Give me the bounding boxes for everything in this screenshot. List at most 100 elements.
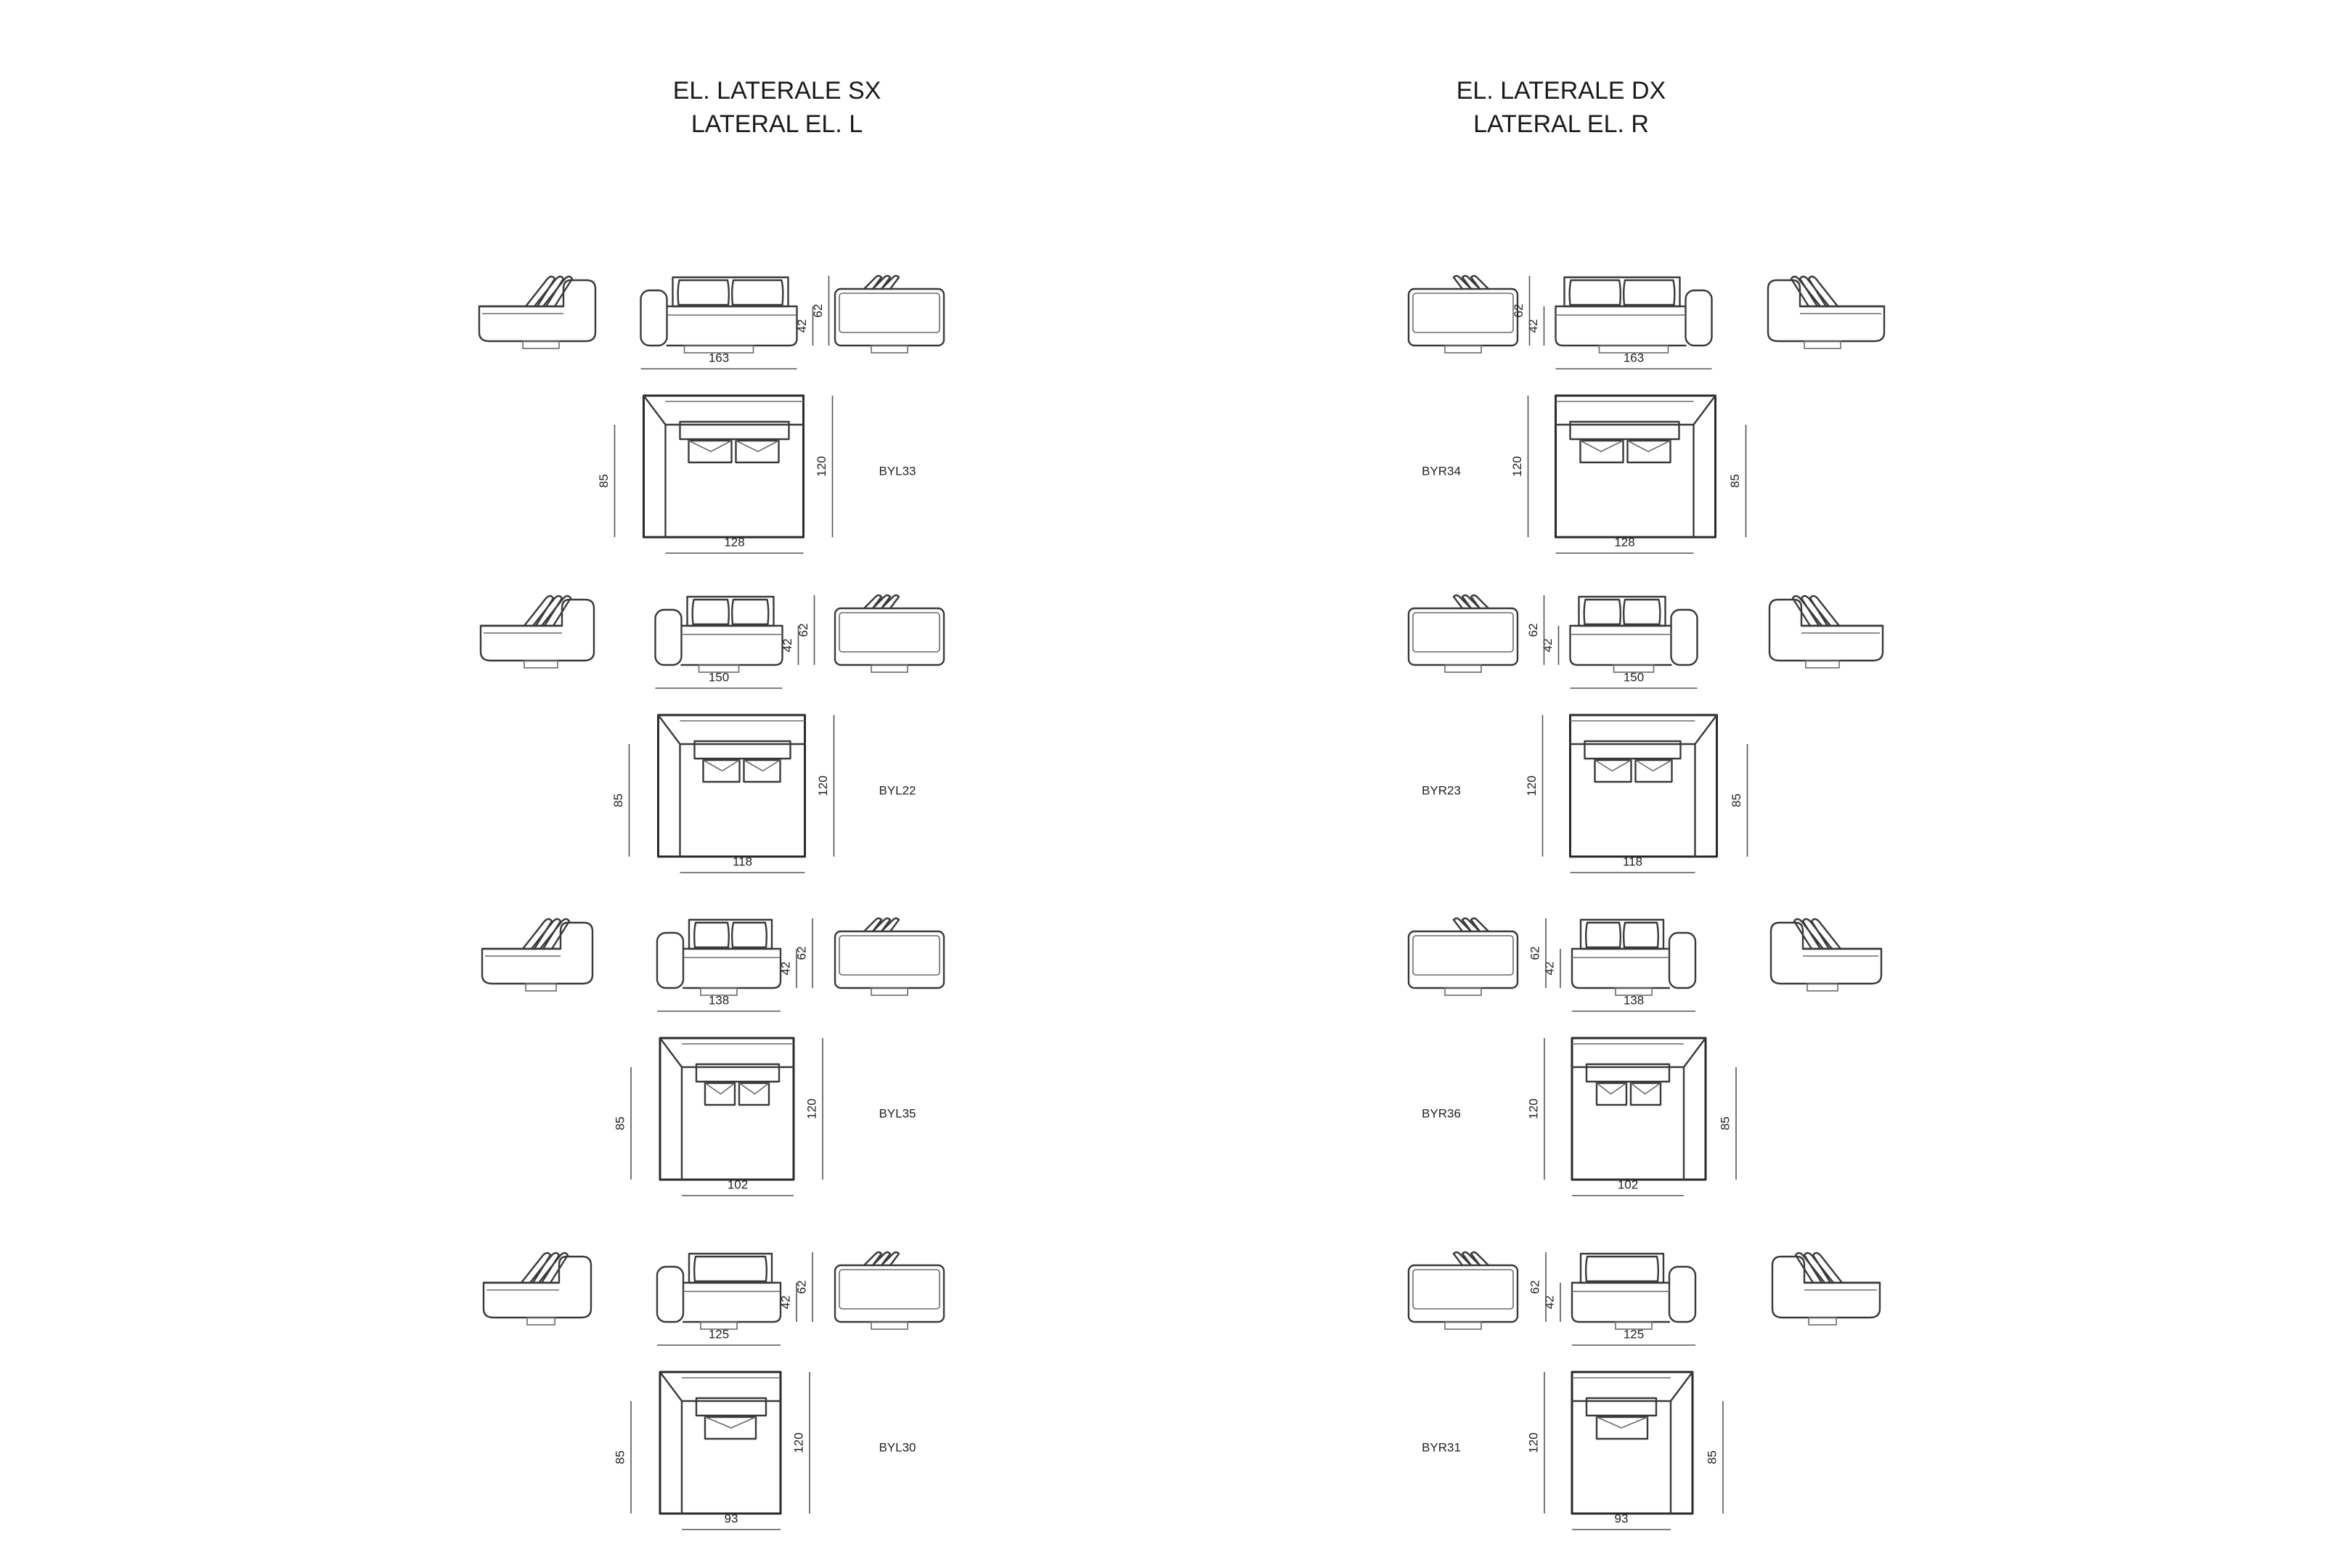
front-view	[656, 1252, 782, 1330]
front-seat	[666, 305, 798, 347]
front-cushion	[1623, 921, 1659, 949]
plan-cushion-fold	[1635, 759, 1672, 772]
plan-cushion	[1579, 439, 1624, 464]
plan-cushion-fold	[744, 759, 781, 772]
left-header-line2: LATERAL EL. L	[691, 110, 863, 138]
dimension-label: 118	[1623, 854, 1642, 868]
front-plinth	[683, 345, 754, 354]
plan-cushion-fold	[736, 440, 779, 452]
plan-cushion-fold	[688, 440, 732, 452]
plan-outline	[1555, 394, 1716, 539]
dimension-label: 150	[709, 670, 729, 684]
front-back-frame	[686, 595, 775, 627]
dimension-label: 85	[613, 1116, 627, 1130]
plan-cushion-fold	[1627, 440, 1671, 452]
front-armrest	[1668, 931, 1697, 989]
dimension-label: 62	[1528, 947, 1541, 960]
dimension-label: 62	[811, 304, 825, 318]
front-plinth	[1613, 664, 1655, 673]
plan-cushion	[702, 759, 741, 783]
plan-outline	[659, 1037, 795, 1181]
dimension-label: 125	[1624, 1327, 1644, 1341]
module-code: BYL22	[879, 783, 916, 797]
back-cushion	[521, 918, 553, 950]
back-cushion-top	[871, 594, 892, 610]
front-cushion	[1623, 279, 1676, 306]
back-cushion	[531, 595, 563, 627]
back-cushion-top	[863, 594, 883, 610]
plan-cushion	[1595, 1082, 1628, 1106]
back-cushion	[530, 918, 562, 950]
back-cushion	[1809, 595, 1841, 627]
module-drawings: 163426212085128BYL33163426212085128BYR34…	[478, 274, 1886, 1530]
back-cushion-top	[1461, 274, 1481, 290]
front-back-frame	[1579, 1252, 1665, 1284]
dimension-label: 125	[709, 1327, 729, 1341]
plan-back-cushions	[1569, 420, 1680, 441]
front-plinth	[1615, 987, 1653, 996]
plan-cushion-fold	[1630, 1082, 1661, 1095]
dimension-label: 85	[1728, 474, 1742, 488]
back-cushion-top	[880, 1251, 900, 1267]
back-panel	[1412, 293, 1514, 333]
front-seat	[1555, 305, 1687, 347]
front-plinth	[700, 1321, 738, 1330]
back-cushion	[524, 275, 556, 308]
plan-view	[659, 1371, 782, 1515]
back-cushion-top	[1470, 594, 1490, 610]
dimension-label: 93	[725, 1511, 738, 1525]
back-view	[834, 594, 945, 673]
plan-outline	[659, 1371, 782, 1515]
back-cushion-top	[1452, 274, 1473, 290]
back-panel	[839, 293, 940, 333]
front-view	[1555, 276, 1713, 354]
plan-back-cushions	[695, 1397, 767, 1417]
front-armrest	[654, 608, 683, 666]
plan-view	[1555, 394, 1716, 539]
back-panel	[839, 1269, 940, 1310]
plan-back-cushions	[1585, 1397, 1658, 1417]
side-view	[1767, 275, 1886, 349]
side-body	[1767, 279, 1886, 343]
side-body	[1768, 598, 1884, 662]
dimension-label: 85	[611, 793, 625, 807]
front-armrest	[1685, 289, 1713, 347]
front-plinth	[1615, 1321, 1653, 1330]
side-body	[478, 279, 597, 343]
plan-cushion	[1634, 759, 1673, 783]
back-cushion	[529, 1251, 561, 1284]
back-cushion-top	[1452, 594, 1473, 610]
plan-cushion	[704, 1416, 757, 1440]
back-cushion-top	[1470, 274, 1490, 290]
module-code: BYL33	[879, 464, 916, 478]
back-cushion	[1803, 1251, 1835, 1284]
module-code: BYR36	[1422, 1106, 1461, 1120]
plan-cushion-fold	[1594, 759, 1632, 772]
plan-view	[657, 714, 806, 858]
front-seat	[680, 624, 783, 666]
front-cushion	[1568, 279, 1621, 306]
front-cushion	[1585, 1255, 1659, 1283]
back-panel	[1412, 1269, 1514, 1310]
side-plinth	[522, 340, 560, 349]
plan-view	[1571, 1037, 1707, 1181]
back-cushion	[1812, 1251, 1844, 1284]
dimension-label: 120	[1510, 456, 1524, 476]
back-cushion	[520, 1251, 552, 1284]
front-cushion	[693, 1255, 767, 1283]
back-view	[1407, 1251, 1519, 1330]
back-view	[1407, 594, 1519, 673]
module-code: BYR31	[1422, 1440, 1461, 1454]
plan-back-cushions	[695, 1063, 781, 1083]
dimension-label: 120	[1526, 1098, 1540, 1119]
plan-cushion	[1626, 439, 1671, 464]
dimension-label: 150	[1624, 670, 1644, 684]
plan-cushion	[735, 439, 780, 464]
back-cushion-top	[880, 274, 900, 290]
front-cushion	[677, 279, 730, 306]
front-view	[640, 276, 798, 354]
dimension-label: 128	[724, 535, 744, 549]
dimension-label: 85	[1730, 793, 1743, 807]
